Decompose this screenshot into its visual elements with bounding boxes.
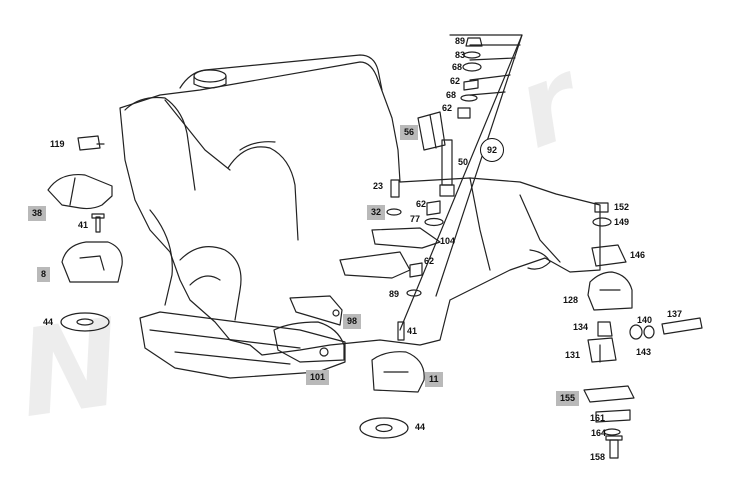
callout-137: 137 (667, 309, 683, 319)
callout-56: 56 (400, 125, 419, 140)
callout-128: 128 (563, 295, 579, 305)
part-11 (371, 351, 425, 393)
part-104 (371, 227, 441, 249)
callout-23: 23 (373, 181, 384, 191)
callout-77: 77 (410, 214, 421, 224)
callout-98: 98 (343, 314, 362, 329)
callout-41: 41 (407, 326, 418, 336)
engine-block (119, 61, 601, 356)
callout-50: 50 (458, 157, 469, 167)
callout-146: 146 (630, 250, 646, 260)
callout-44: 44 (415, 422, 426, 432)
callout-143: 143 (636, 347, 652, 357)
part-128 (587, 271, 633, 311)
callout-155: 155 (556, 391, 580, 406)
callout-68: 68 (446, 90, 457, 100)
part-98 (289, 295, 343, 326)
callout-149: 149 (614, 217, 630, 227)
callout-62: 62 (424, 256, 435, 266)
callout-83: 83 (455, 50, 466, 60)
callout-41: 41 (78, 220, 89, 230)
callout-68: 68 (452, 62, 463, 72)
callout-62: 62 (416, 199, 427, 209)
callout-62: 62 (442, 103, 453, 113)
callout-62: 62 (450, 76, 461, 86)
callout-44: 44 (43, 317, 54, 327)
callout-92: 92 (480, 138, 504, 162)
callout-152: 152 (614, 202, 630, 212)
callout-140: 140 (637, 315, 653, 325)
callout-158: 158 (590, 452, 606, 462)
callout-8: 8 (37, 267, 51, 282)
callout-131: 131 (565, 350, 581, 360)
part-56 (417, 111, 446, 151)
part-8 (61, 241, 123, 283)
oil-pan (139, 311, 346, 379)
part-38 (47, 173, 113, 210)
part-119 (77, 135, 101, 151)
callout-11: 11 (425, 372, 443, 387)
part-50 (441, 139, 453, 186)
callout-104: 104 (440, 236, 456, 246)
callout-89: 89 (389, 289, 400, 299)
callout-89: 89 (455, 36, 466, 46)
callout-119: 119 (50, 139, 65, 149)
part-101 (273, 321, 345, 363)
callout-161: 161 (590, 413, 606, 423)
callout-134: 134 (573, 322, 589, 332)
callout-101: 101 (306, 370, 330, 385)
callout-38: 38 (28, 206, 47, 221)
callout-32: 32 (367, 205, 386, 220)
part-155 (583, 385, 635, 403)
callout-164: 164 (591, 428, 607, 438)
